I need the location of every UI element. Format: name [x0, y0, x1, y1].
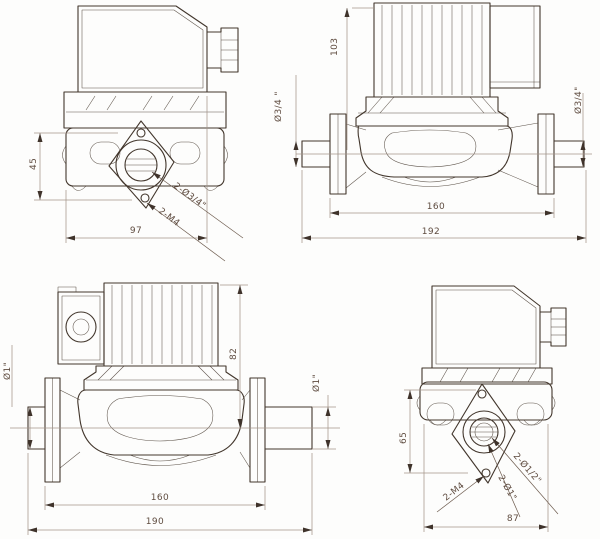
dimension-overall-length: 192	[301, 170, 587, 243]
dim-label-port-left-clipped: Ø1"	[2, 362, 13, 380]
dim-label-port-right: Ø3/4"	[573, 86, 584, 114]
dimension-height: 82	[220, 284, 248, 428]
port-flange	[451, 383, 516, 484]
dimension-port-left: Ø3/4 "	[273, 75, 299, 167]
dimension-overall-length: 190	[27, 453, 313, 535]
motor-housing	[77, 5, 208, 93]
terminal-connector	[539, 307, 567, 347]
dimension-width: 97	[65, 96, 208, 243]
dim-label-160-bottom: 160	[151, 493, 169, 503]
leader-label-ports: 2-Ø3/4"	[171, 181, 208, 212]
terminal-box	[489, 5, 541, 89]
motor-bracket	[83, 365, 239, 391]
dimension-motor-height: 103	[330, 7, 374, 150]
terminal-connector	[206, 27, 239, 73]
dimension-width: 87	[423, 424, 549, 532]
dim-label-port-left: Ø3/4 "	[273, 91, 284, 122]
dimension-hole-spacing: 45	[29, 132, 132, 201]
dim-label-97: 97	[130, 226, 142, 236]
dim-label-192: 192	[422, 227, 440, 237]
leader-label-ports-half: 2-Ø1/2"	[511, 451, 544, 487]
motor-bracket	[355, 96, 509, 127]
pump-casing	[416, 381, 556, 426]
motor-finned-body	[373, 2, 491, 98]
motor-finned-body	[103, 282, 219, 367]
leader-label-ports: 2-Ø1"	[495, 473, 518, 503]
view-side-small: 103 Ø3/4 " Ø3/4" 160 192	[273, 2, 592, 243]
dimension-port-right: Ø1"	[311, 374, 336, 450]
dimension-port-right: Ø3/4"	[573, 86, 586, 167]
port-flange	[108, 120, 175, 209]
dim-label-103: 103	[330, 38, 340, 56]
volute-body	[77, 389, 245, 466]
dimension-flange-distance: 160	[44, 486, 266, 510]
terminal-box	[57, 286, 105, 365]
dimension-flange-distance: 160	[329, 198, 555, 218]
housing-shoulder	[63, 91, 227, 129]
suction-discharge-pipes	[296, 113, 592, 195]
dimension-port-left: Ø1"	[2, 345, 33, 449]
dim-label-87: 87	[507, 514, 519, 524]
view-front-large: 65 87 2-Ø1/2" 2-Ø1" 2-M4	[399, 285, 567, 532]
dim-label-160-top: 160	[427, 202, 445, 212]
dimension-hole-spacing: 65	[399, 389, 476, 474]
view-front-small: 45 97 2-Ø3/4" 2-M4	[29, 5, 244, 262]
suction-discharge-pipes	[10, 377, 340, 483]
motor-housing	[431, 285, 541, 369]
dim-label-45: 45	[29, 158, 39, 170]
volute-body	[357, 125, 513, 187]
leader-label-bolts: 2-M4	[156, 206, 181, 228]
view-side-large: Ø1" Ø1" 82 160 190	[2, 282, 340, 535]
leader-bolt-holes: 2-M4	[146, 202, 226, 262]
leader-ports: 2-Ø3/4"	[151, 171, 244, 239]
leader-bolt-holes: 2-M4	[436, 475, 485, 513]
dim-label-82: 82	[229, 348, 239, 360]
pump-casing	[62, 127, 228, 191]
housing-shoulder	[421, 367, 553, 385]
dim-label-190: 190	[146, 517, 164, 527]
dim-label-65: 65	[399, 432, 409, 444]
dim-label-port-right: Ø1"	[311, 374, 322, 392]
